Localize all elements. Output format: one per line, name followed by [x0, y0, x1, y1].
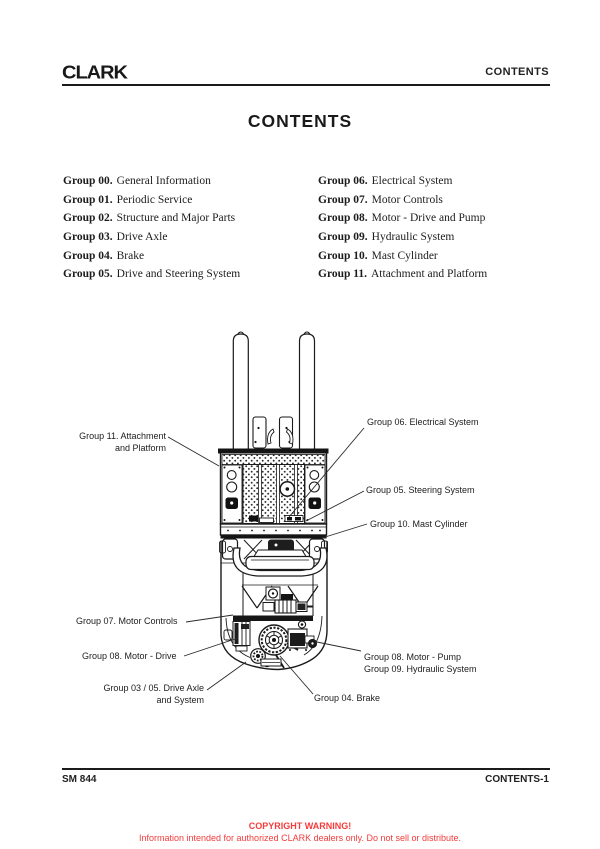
toc-group-number: Group 08.	[318, 212, 368, 225]
toc-item: Group 06.Electrical System	[318, 172, 487, 191]
toc-item: Group 02.Structure and Major Parts	[63, 209, 240, 228]
toc-item-name: Brake	[116, 249, 145, 262]
vent-hole	[226, 470, 237, 480]
leader-electrical	[288, 427, 365, 518]
toc-group-number: Group 04.	[63, 249, 113, 262]
fork-left	[232, 333, 249, 452]
leader-lines	[167, 427, 368, 695]
fork-left-pin	[237, 331, 245, 335]
diagram-label-motor-drive: Group 08. Motor - Drive	[82, 651, 177, 661]
diagram-label-motor-controls: Group 07. Motor Controls	[76, 616, 178, 626]
toc-item: Group 10.Mast Cylinder	[318, 247, 487, 266]
diagram-label-steering: Group 05. Steering System	[366, 485, 475, 495]
toc-column-right: Group 06.Electrical System Group 07.Moto…	[318, 172, 487, 284]
toc-group-number: Group 02.	[63, 212, 113, 225]
page-title: CONTENTS	[247, 111, 353, 131]
backrest-strip	[221, 454, 326, 465]
toc-item-name: Structure and Major Parts	[116, 212, 236, 225]
pump-body	[274, 599, 297, 614]
deck-plate	[233, 615, 313, 621]
leader-attachment	[167, 436, 220, 467]
toc-item-name: Periodic Service	[116, 193, 193, 206]
leader-brake	[279, 655, 314, 695]
toc-group-number: Group 06.	[318, 175, 368, 187]
diagram-label-attachment: Group 11. Attachment and Platform	[79, 431, 166, 453]
leader-steering	[305, 490, 365, 522]
carriage-plate-left	[252, 416, 267, 449]
toc-column-left: Group 00.General Information Group 01.Pe…	[63, 172, 240, 284]
footer-page-number: CONTENTS-1	[485, 774, 549, 785]
header-rule	[62, 84, 550, 86]
toc-item-name: Electrical System	[371, 175, 453, 187]
toc-item-name: Motor Controls	[371, 193, 443, 206]
diagram-label-mast-cylinder: Group 10. Mast Cylinder	[370, 519, 468, 529]
fork-right-pin	[303, 331, 311, 335]
diagram-label-drive-axle: Group 03 / 05. Drive Axle and System	[103, 683, 204, 705]
clark-logo: CLARK	[62, 63, 128, 84]
toc-group-number: Group 00.	[63, 175, 113, 187]
header-section-label: CONTENTS	[485, 66, 549, 78]
copyright-warning-title: COPYRIGHT WARNING!	[248, 821, 352, 831]
leader-drive-axle	[206, 661, 247, 691]
toc-item: Group 04.Brake	[63, 247, 240, 266]
toc-group-number: Group 10.	[318, 249, 368, 262]
diagram-label-electrical: Group 06. Electrical System	[367, 417, 479, 427]
toc-item-name: Hydraulic System	[371, 231, 455, 244]
toc-item-name: Drive and Steering System	[116, 268, 241, 281]
vent-hole	[226, 481, 238, 493]
toc-group-number: Group 03.	[63, 231, 113, 244]
toc-item: Group 11. Attachment and Platform	[318, 265, 487, 284]
toc-item-name: Attachment and Platform	[371, 268, 488, 281]
vent-hole	[309, 470, 320, 480]
toc-item: Group 05.Drive and Steering System	[63, 265, 240, 284]
toc-item-name: Mast Cylinder	[371, 249, 438, 262]
toc-group-number: Group 11.	[318, 268, 367, 281]
vent-hole	[308, 481, 320, 493]
diagram-label-motor-pump: Group 08. Motor - Pump Group 09. Hydraul…	[364, 652, 477, 674]
manual-number: SM 844	[62, 774, 97, 785]
toc-item-name: Drive Axle	[116, 231, 168, 244]
toc-item: Group 09.Hydraulic System	[318, 228, 487, 247]
carriage-hook-left	[267, 428, 275, 445]
toc-item: Group 00.General Information	[63, 172, 240, 191]
leader-motor-drive	[183, 637, 239, 657]
body-band	[219, 523, 328, 536]
handle-lip	[253, 549, 307, 557]
forklift-drawing	[218, 331, 329, 671]
toc-group-number: Group 07.	[318, 193, 368, 206]
leader-motor-pump	[316, 641, 362, 652]
handle-plate	[245, 555, 315, 571]
toc-item: Group 07.Motor Controls	[318, 191, 487, 210]
carriage-bar	[218, 448, 329, 454]
copyright-warning: COPYRIGHT WARNING! Information intended …	[0, 821, 600, 844]
carriage-hook-right	[285, 428, 294, 445]
side-panel-left	[221, 464, 243, 524]
leader-mast-cylinder	[321, 523, 368, 539]
toc-item: Group 01.Periodic Service	[63, 191, 240, 210]
diagram-label-brake: Group 04. Brake	[314, 693, 381, 703]
toc-group-number: Group 01.	[63, 193, 113, 206]
fork-right	[298, 333, 316, 452]
toc-group-number: Group 09.	[318, 231, 368, 244]
footer-rule	[62, 768, 550, 770]
toc-item-name: Motor - Drive and Pump	[371, 212, 486, 225]
toc-group-number: Group 05.	[63, 268, 113, 281]
carriage-plate-right	[278, 416, 294, 449]
toc-item-name: General Information	[116, 175, 211, 187]
toc-item: Group 03.Drive Axle	[63, 228, 240, 247]
toc-item: Group 08.Motor - Drive and Pump	[318, 209, 487, 228]
copyright-warning-text: Information intended for authorized CLAR…	[138, 832, 461, 843]
leader-motor-controls	[185, 614, 234, 623]
